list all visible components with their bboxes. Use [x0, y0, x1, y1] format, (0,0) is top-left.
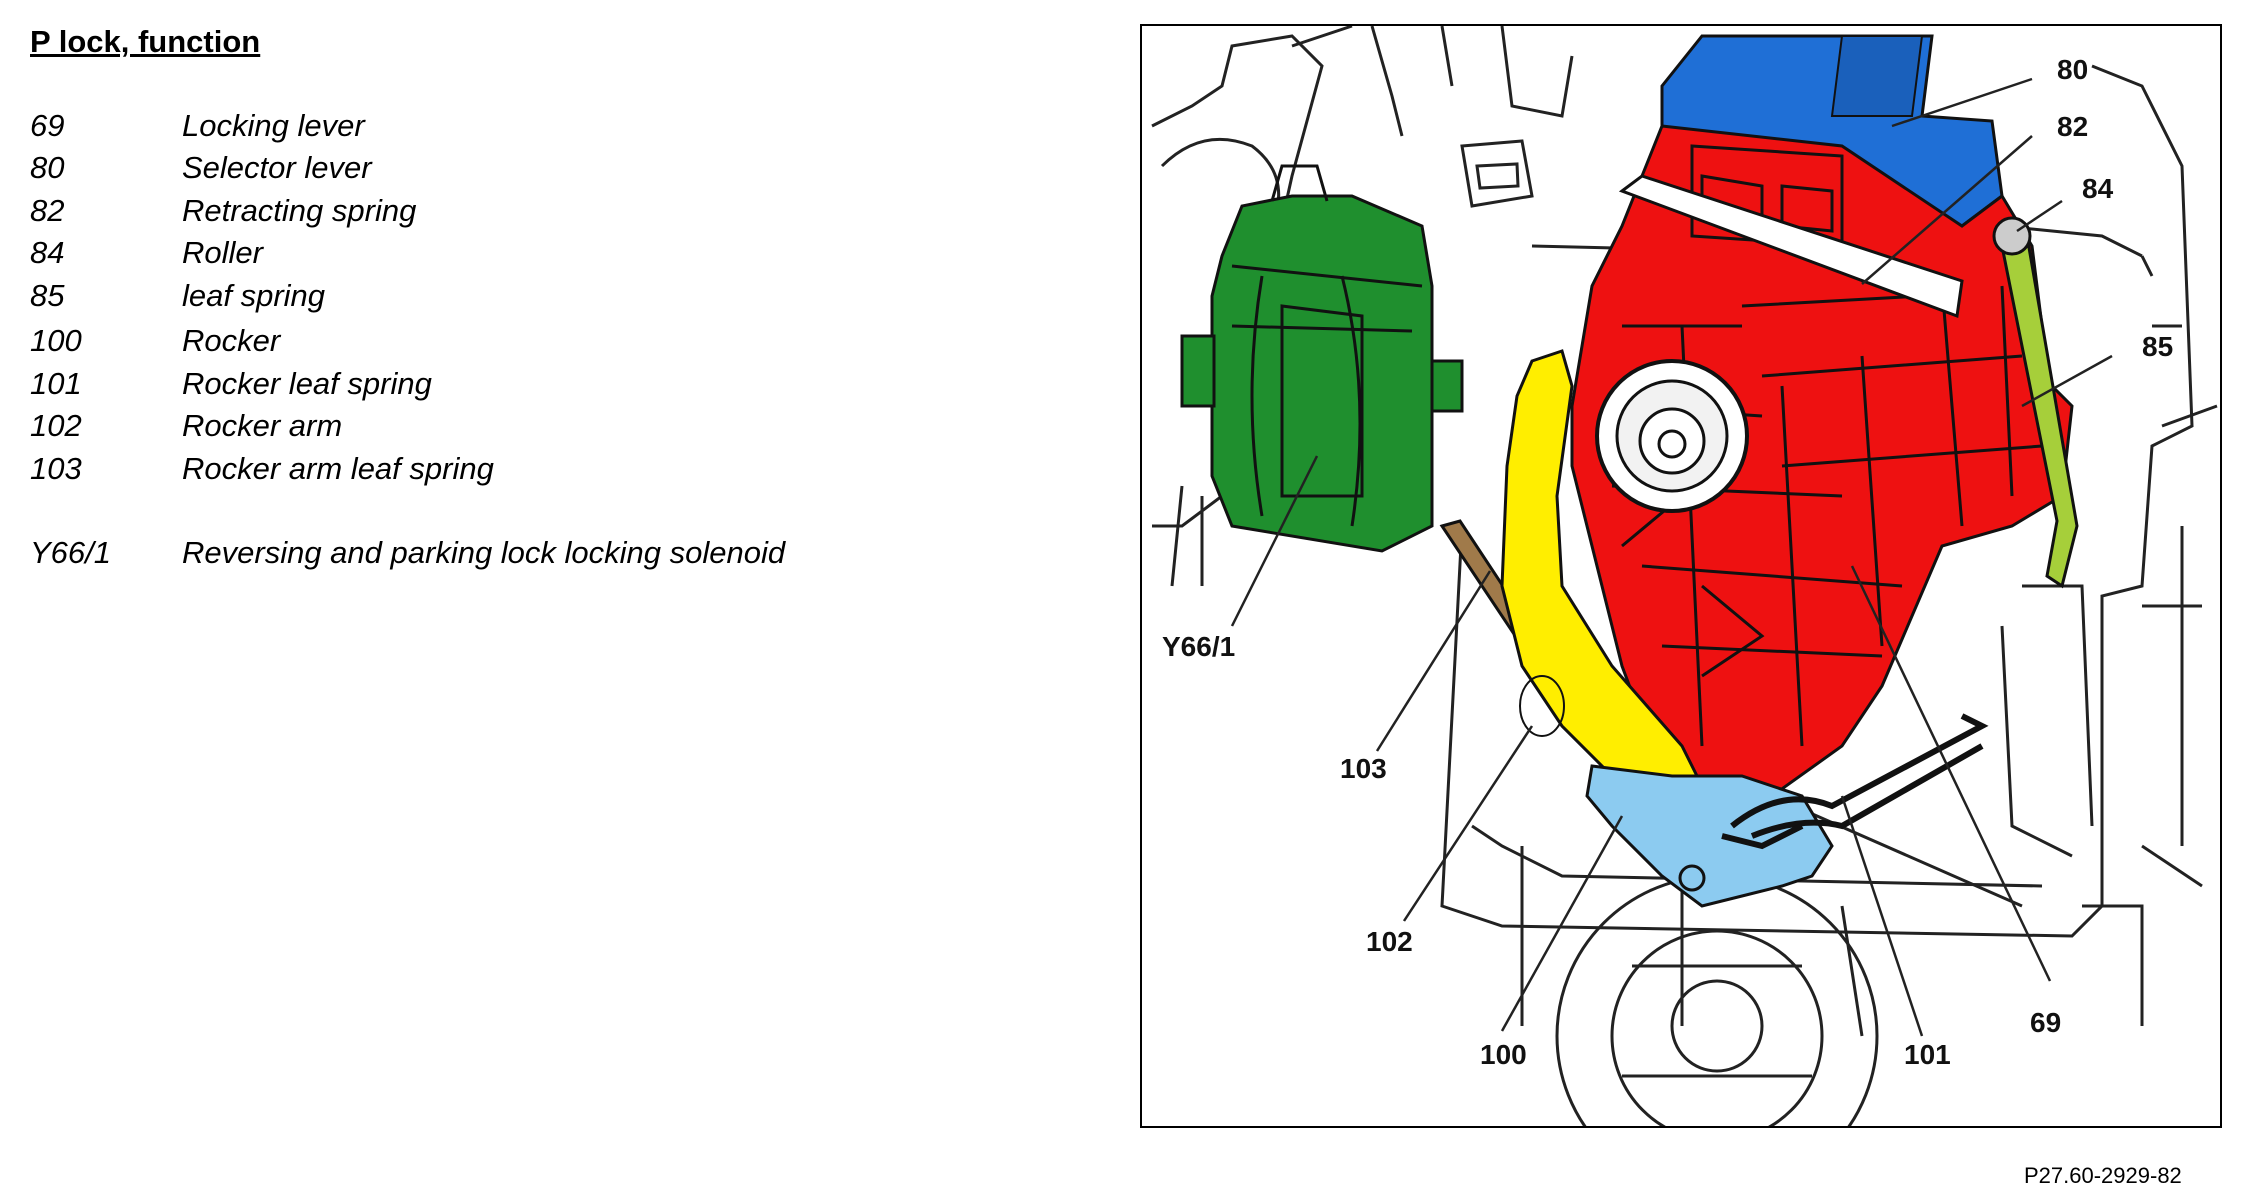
- legend-number: Y66/1: [30, 535, 112, 570]
- callout-101: 101: [1904, 1039, 1951, 1070]
- legend-item: 80 Selector lever: [30, 150, 930, 190]
- callout-102: 102: [1366, 926, 1413, 957]
- legend-item: 84 Roller: [30, 235, 930, 275]
- callout-85: 85: [2142, 331, 2173, 362]
- legend-item: 82 Retracting spring: [30, 193, 930, 233]
- legend-number: 100: [30, 323, 82, 358]
- legend-description: Rocker leaf spring: [182, 366, 432, 401]
- legend-item: 102 Rocker arm: [30, 408, 930, 448]
- legend-description: Selector lever: [182, 150, 372, 185]
- locking-solenoid: [1210, 194, 1434, 553]
- legend-number: 80: [30, 150, 65, 185]
- legend-number: 84: [30, 235, 65, 270]
- legend-number: 82: [30, 193, 65, 228]
- legend-number: 101: [30, 366, 82, 401]
- legend-description: leaf spring: [182, 278, 326, 313]
- retracting-spring: [1618, 174, 1964, 319]
- legend-item: 85 leaf spring: [30, 278, 930, 318]
- mechanism-illustration: 80 82 84 85 Y66/1 103 102 100 101 69: [1140, 24, 2222, 1128]
- figure-code: P27.60-2929-82: [2024, 1163, 2182, 1188]
- rocker-leaf-spring: [1721, 713, 1989, 850]
- legend-number: 69: [30, 108, 65, 143]
- legend-description: Roller: [182, 235, 263, 270]
- legend-item: 100 Rocker: [30, 323, 930, 363]
- legend-description: Rocker arm: [182, 408, 343, 443]
- legend-description: Reversing and parking lock locking solen…: [182, 535, 786, 570]
- callout-69: 69: [2030, 1007, 2061, 1038]
- callout-82: 82: [2057, 111, 2088, 142]
- leader-lines: [1230, 77, 2113, 1037]
- legend-item: 103 Rocker arm leaf spring: [30, 451, 930, 491]
- callout-y66-1: Y66/1: [1162, 631, 1235, 662]
- legend-number: 85: [30, 278, 65, 313]
- legend-number: 102: [30, 408, 82, 443]
- callout-103: 103: [1340, 753, 1387, 784]
- legend-description: Rocker arm leaf spring: [182, 451, 494, 486]
- page-title: P lock, function: [30, 24, 261, 59]
- rocker: [1585, 764, 1834, 908]
- legend-description: Retracting spring: [182, 193, 417, 228]
- legend-description: Locking lever: [182, 108, 365, 143]
- legend-number: 103: [30, 451, 82, 486]
- roller: [1992, 216, 2032, 256]
- callout-100: 100: [1480, 1039, 1527, 1070]
- legend-item: Y66/1 Reversing and parking lock locking…: [30, 535, 930, 575]
- legend-description: Rocker: [182, 323, 281, 358]
- legend-item: 69 Locking lever: [30, 108, 930, 148]
- callout-80: 80: [2057, 54, 2088, 85]
- legend-item: 101 Rocker leaf spring: [30, 366, 930, 406]
- callout-84: 84: [2082, 173, 2114, 204]
